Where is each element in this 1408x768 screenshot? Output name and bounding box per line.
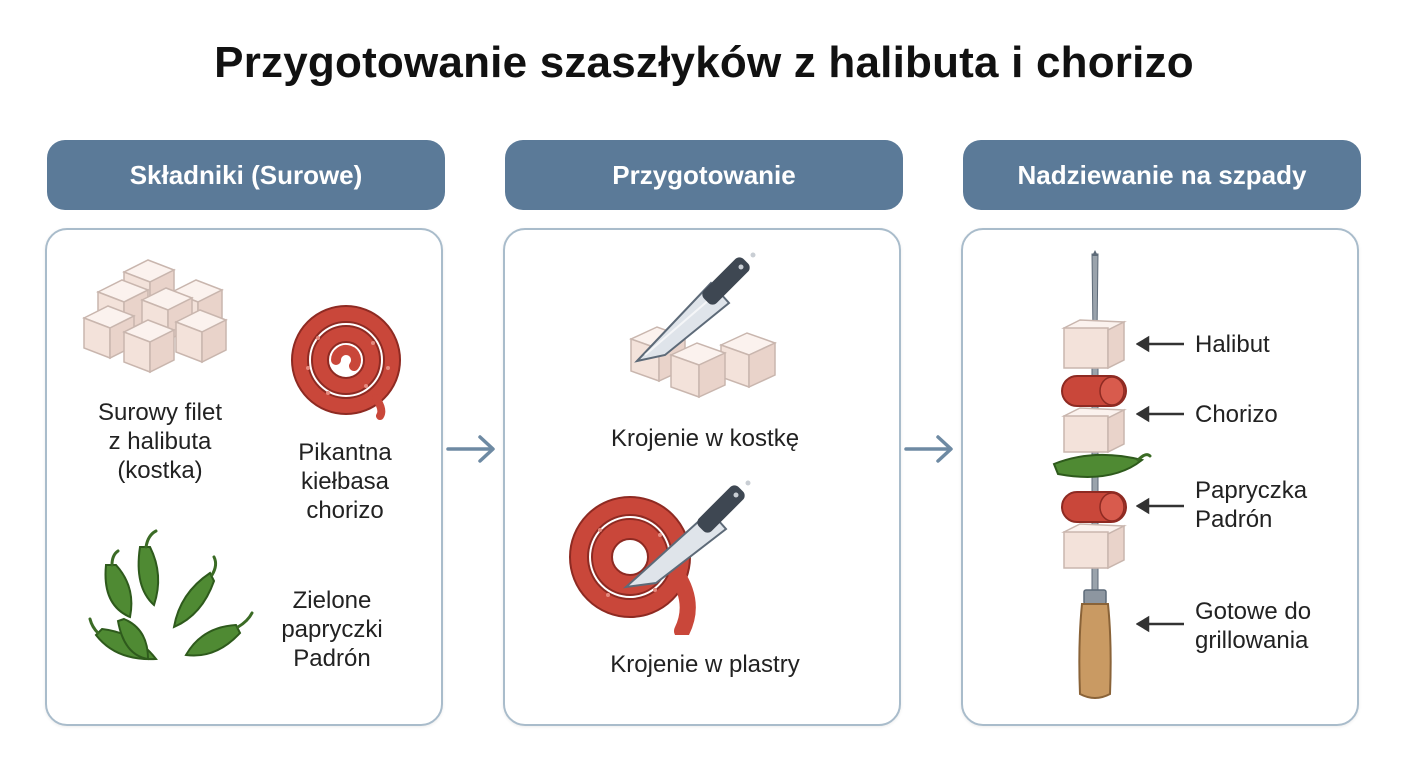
ingredient-label-halibut: Surowy filet z halibuta (kostka) [97,399,223,484]
skewer-label-ready: Gotowe do grillowania [1195,598,1312,654]
arrow-right-icon [446,435,495,463]
prep-label-cubing: Krojenie w kostkę [610,425,800,452]
arrow-right-icon [904,435,953,463]
prep-label-slicing: Krojenie w plastry [610,651,800,678]
column-header-ingredients: Składniki (Surowe) [47,140,445,210]
skewering-panel [961,228,1359,726]
padron-peppers-icon [88,529,254,661]
halibut-piece-icon [1061,319,1127,370]
chorizo-sausage-icon [291,305,401,420]
ingredient-label-chorizo: Pikantna kiełbasa chorizo [298,439,392,524]
skewer-label-halibut: Halibut [1195,331,1270,358]
page-title: Przygotowanie szaszłyków z halibuta i ch… [214,38,1194,87]
pepper-icon [1052,453,1145,478]
callout-arrows [1136,335,1184,633]
skewer-handle-icon [1078,589,1112,699]
skewer-label-chorizo: Chorizo [1195,401,1278,428]
halibut-cubes-icon [83,259,227,373]
column-header-skewering: Nadziewanie na szpady [963,140,1361,210]
knife-cubes-icon [630,252,776,398]
skewer-label-pepper: Papryczka Padrón [1195,477,1308,533]
knife-sausage-icon [569,480,751,635]
column-header-preparation: Przygotowanie [505,140,903,210]
skewer-icon [1052,250,1152,699]
ingredient-label-peppers: Zielone papryczki Padrón [281,587,383,672]
